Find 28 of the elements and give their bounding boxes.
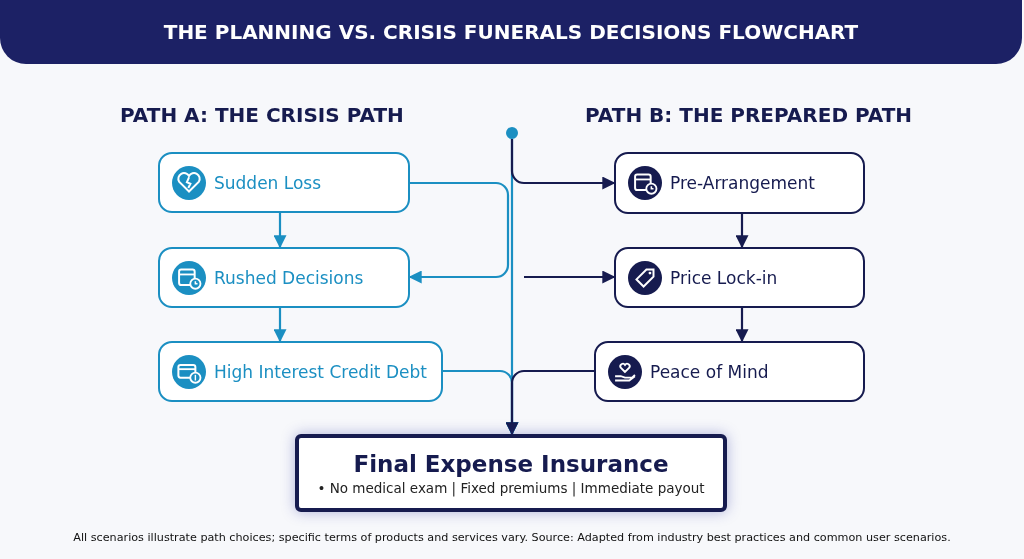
start-dot bbox=[506, 127, 518, 139]
arrow bbox=[408, 181, 510, 284]
arrow bbox=[510, 139, 616, 190]
step-box bbox=[614, 152, 865, 214]
result-box bbox=[295, 434, 727, 512]
step-box bbox=[594, 341, 865, 402]
step-label: Pre-Arrangement bbox=[670, 173, 815, 193]
result-title: Final Expense Insurance bbox=[353, 450, 669, 477]
step-label: High Interest Credit Debt bbox=[214, 361, 427, 382]
arrow bbox=[505, 369, 594, 436]
step-box bbox=[158, 152, 410, 213]
arrow bbox=[735, 214, 749, 249]
title-banner: THE PLANNING VS. CRISIS FUNERALS DECISIONS FLOWCHART bbox=[0, 0, 1022, 64]
arrow bbox=[273, 213, 287, 249]
step-box bbox=[614, 247, 865, 308]
arrow bbox=[735, 308, 749, 343]
step-label: Sudden Loss bbox=[214, 172, 322, 193]
step-box bbox=[158, 247, 410, 308]
step-label: Peace of Mind bbox=[650, 361, 769, 382]
step-label: Rushed Decisions bbox=[214, 267, 364, 288]
step-label: Price Lock-in bbox=[670, 267, 778, 288]
step-box bbox=[158, 341, 443, 402]
result-features: • No medical exam | Fixed premiums | Immediate payout bbox=[317, 479, 705, 496]
path-heading: PATH B: THE PREPARED PATH bbox=[585, 103, 914, 127]
path-heading: PATH A: THE CRISIS PATH bbox=[120, 103, 405, 127]
arrow bbox=[524, 270, 616, 284]
arrow bbox=[273, 308, 287, 343]
caption: All scenarios illustrate path choices; specific terms of products and services vary. Source: Adapted from industry best practices and common user scenarios. bbox=[72, 531, 952, 544]
